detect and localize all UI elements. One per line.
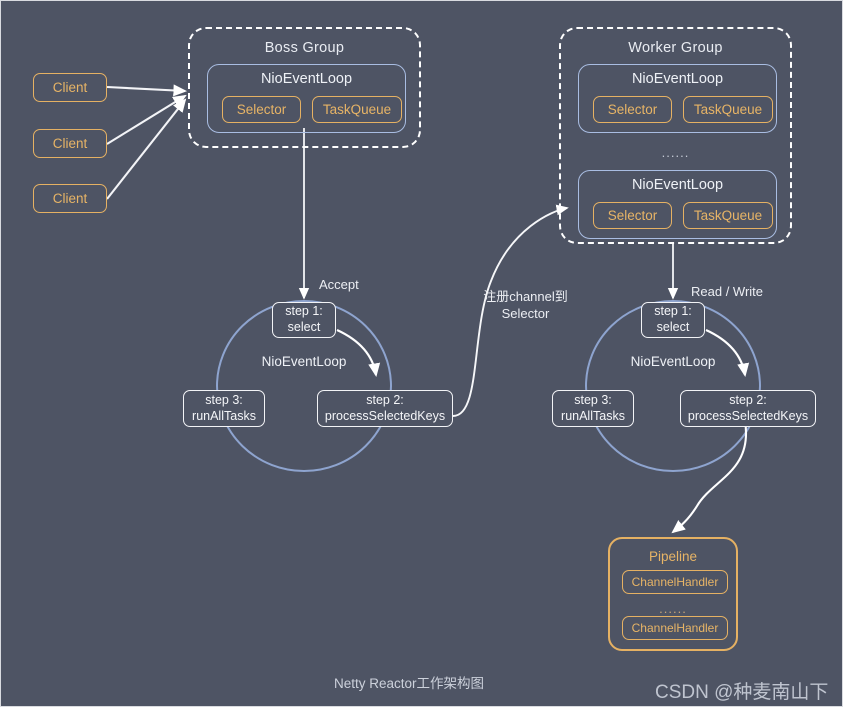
- worker-step1-line1: step 1:: [654, 304, 692, 319]
- boss-group-title: Boss Group: [264, 40, 345, 56]
- boss-step2-box[interactable]: step 2: processSelectedKeys: [317, 390, 453, 427]
- register-channel-label: 注册channel到 Selector: [483, 289, 568, 321]
- boss-step3-line1: step 3:: [205, 392, 243, 407]
- diagram-caption: Netty Reactor工作架构图: [334, 676, 485, 691]
- worker-step3-line2: runAllTasks: [561, 408, 625, 423]
- edge-client3-to-boss: [106, 98, 187, 200]
- channelhandler-label: ChannelHandler: [631, 621, 719, 635]
- client-box-3[interactable]: Client: [33, 184, 107, 213]
- pipeline-channelhandler-box-2[interactable]: ChannelHandler: [622, 616, 728, 640]
- client-label: Client: [52, 191, 88, 206]
- boss-step1-box[interactable]: step 1: select: [272, 302, 336, 338]
- worker-taskqueue-label: TaskQueue: [693, 208, 763, 223]
- worker-step2-line2: processSelectedKeys: [687, 408, 809, 423]
- worker-selector-label: Selector: [607, 208, 658, 223]
- worker-step1-line2: select: [656, 320, 690, 334]
- worker-group-title: Worker Group: [628, 40, 723, 56]
- worker-nioeventloop-title: NioEventLoop: [631, 177, 724, 193]
- read-write-edge-label: Read / Write: [691, 284, 764, 299]
- pipeline-ellipsis: ......: [659, 601, 687, 616]
- worker-selector-box-1[interactable]: Selector: [593, 96, 672, 123]
- boss-step1-line2: select: [287, 320, 321, 334]
- boss-nioeventloop-title: NioEventLoop: [260, 71, 353, 87]
- pipeline-title: Pipeline: [648, 549, 698, 564]
- worker-nioeventloop-box-1[interactable]: NioEventLoop Selector TaskQueue: [578, 64, 777, 133]
- worker-group-container[interactable]: Worker Group NioEventLoop Selector TaskQ…: [559, 27, 792, 244]
- worker-taskqueue-box-2[interactable]: TaskQueue: [683, 202, 773, 229]
- worker-step1-box[interactable]: step 1: select: [641, 302, 705, 338]
- boss-step1-line1: step 1:: [285, 304, 323, 319]
- client-box-1[interactable]: Client: [33, 73, 107, 102]
- worker-taskqueue-label: TaskQueue: [693, 102, 763, 117]
- boss-group-container[interactable]: Boss Group NioEventLoop Selector TaskQue…: [188, 27, 421, 148]
- boss-step2-line1: step 2:: [366, 392, 404, 407]
- boss-taskqueue-label: TaskQueue: [322, 102, 392, 117]
- boss-step2-line2: processSelectedKeys: [324, 408, 446, 423]
- client-label: Client: [52, 80, 88, 95]
- client-label: Client: [52, 136, 88, 151]
- worker-nioeventloop-box-2[interactable]: NioEventLoop Selector TaskQueue: [578, 170, 777, 239]
- worker-step2-box[interactable]: step 2: processSelectedKeys: [680, 390, 816, 427]
- channelhandler-label: ChannelHandler: [631, 575, 719, 589]
- edge-worker-to-pipeline: [671, 420, 748, 534]
- worker-step2-line1: step 2:: [729, 392, 767, 407]
- boss-nioeventloop-box[interactable]: NioEventLoop Selector TaskQueue: [207, 64, 406, 133]
- csdn-watermark: CSDN @种麦南山下: [655, 682, 829, 703]
- worker-group-ellipsis: ......: [661, 145, 690, 160]
- worker-taskqueue-box-1[interactable]: TaskQueue: [683, 96, 773, 123]
- worker-loop-center-label: NioEventLoop: [630, 354, 716, 369]
- boss-step3-line2: runAllTasks: [192, 408, 256, 423]
- worker-step3-line1: step 3:: [574, 392, 612, 407]
- boss-loop-center-label: NioEventLoop: [261, 354, 347, 369]
- boss-selector-label: Selector: [236, 102, 287, 117]
- worker-step3-box[interactable]: step 3: runAllTasks: [552, 390, 634, 427]
- worker-selector-label: Selector: [607, 102, 658, 117]
- boss-selector-box[interactable]: Selector: [222, 96, 301, 123]
- boss-taskqueue-box[interactable]: TaskQueue: [312, 96, 402, 123]
- boss-step3-box[interactable]: step 3: runAllTasks: [183, 390, 265, 427]
- edge-client2-to-boss: [106, 94, 187, 145]
- accept-edge-label: Accept: [319, 277, 359, 292]
- worker-selector-box-2[interactable]: Selector: [593, 202, 672, 229]
- edge-client1-to-boss: [106, 84, 188, 97]
- pipeline-container[interactable]: Pipeline ChannelHandler ...... ChannelHa…: [608, 537, 738, 651]
- client-box-2[interactable]: Client: [33, 129, 107, 158]
- worker-nioeventloop-title: NioEventLoop: [631, 71, 724, 87]
- pipeline-channelhandler-box-1[interactable]: ChannelHandler: [622, 570, 728, 594]
